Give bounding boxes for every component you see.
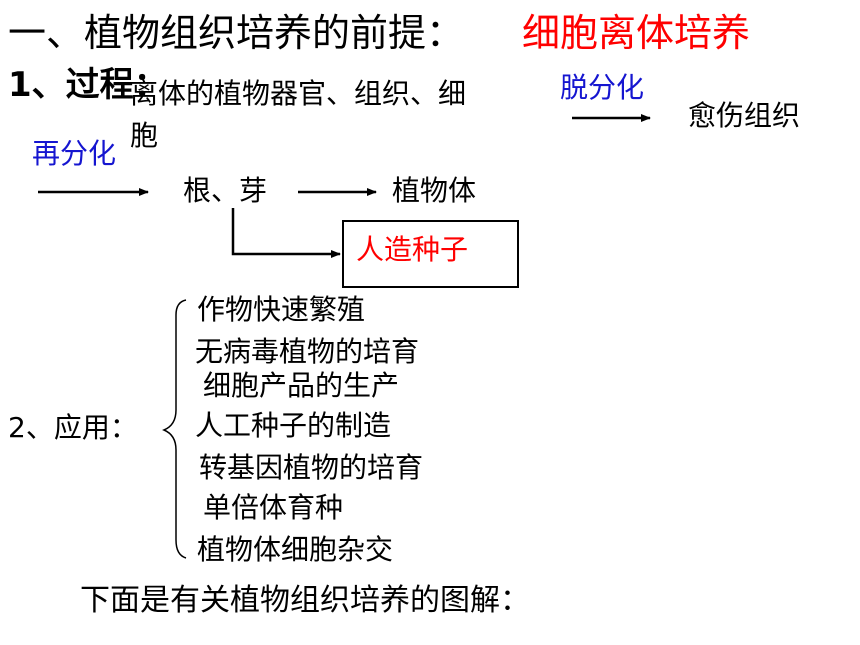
application-item: 转基因植物的培育	[199, 451, 424, 484]
application-item: 植物体细胞杂交	[197, 533, 394, 566]
title-prefix: 一、植物组织培养的前提：	[8, 11, 465, 55]
application-item: 无病毒植物的培育	[195, 335, 420, 368]
callus-label: 愈伤组织	[688, 99, 801, 132]
applications-label: 2、应用：	[8, 411, 138, 444]
root-bud-label: 根、芽	[183, 174, 268, 207]
artificial-seed-label: 人造种子	[356, 233, 469, 266]
process-label: 1、过程：	[8, 65, 168, 105]
artificial-seed-box	[342, 220, 519, 288]
application-item: 细胞产品的生产	[203, 369, 400, 402]
explant-text-line1: 离体的植物器官、组织、细	[130, 77, 467, 110]
dedifferentiation-label: 脱分化	[560, 71, 645, 104]
explant-text-line2: 胞	[130, 119, 159, 152]
application-item: 人工种子的制造	[195, 409, 392, 442]
redifferentiation-label: 再分化	[32, 137, 117, 170]
application-item: 作物快速繁殖	[197, 293, 366, 326]
root-bud-to-seed-connector	[231, 208, 341, 258]
footer-caption: 下面是有关植物组织培养的图解：	[80, 583, 530, 618]
application-item: 单倍体育种	[203, 491, 344, 524]
title-highlight: 细胞离体培养	[522, 11, 751, 55]
applications-brace	[162, 299, 187, 559]
plantlet-label: 植物体	[392, 174, 477, 207]
